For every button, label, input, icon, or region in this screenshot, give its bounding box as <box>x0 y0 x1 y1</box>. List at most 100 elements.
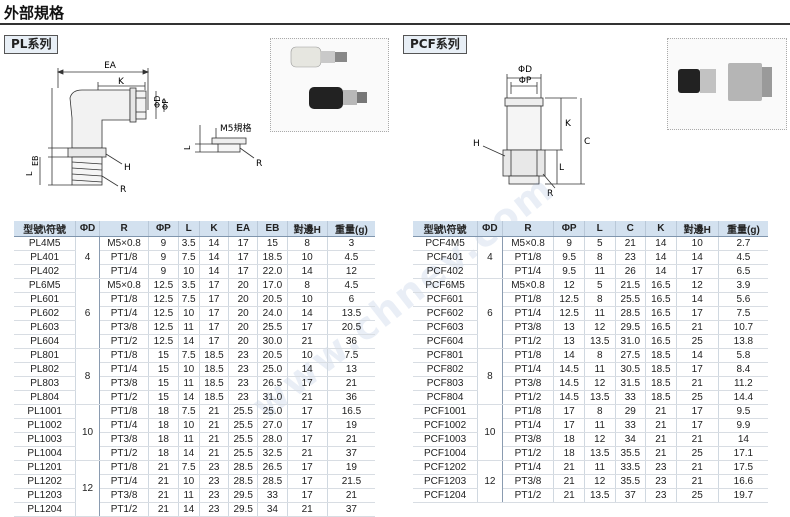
table-cell: PT1/8 <box>99 404 150 419</box>
table-cell: PT1/2 <box>502 390 555 405</box>
table-cell: 10.7 <box>718 320 768 335</box>
table-cell: M5×0.8 <box>99 278 150 293</box>
table-cell: 23 <box>199 488 230 503</box>
table-cell: 17.5 <box>718 460 768 475</box>
table-cell: 13 <box>327 362 375 377</box>
table-cell: 15 <box>257 236 288 251</box>
pl-dim-phi-p: ΦP <box>161 99 170 110</box>
table-cell: 17 <box>287 460 328 475</box>
table-cell: 5.8 <box>718 348 768 363</box>
table-cell: 25.5 <box>257 320 288 335</box>
table-cell: 14 <box>178 502 200 517</box>
table-cell: PCF602 <box>413 306 479 321</box>
pl-series-label: PL系列 <box>4 35 59 54</box>
table-cell: 25.5 <box>615 292 647 307</box>
table-cell: 14 <box>718 432 768 447</box>
table-cell: PT3/8 <box>99 376 150 391</box>
table-cell: 15 <box>148 362 179 377</box>
table-cell: 28.5 <box>228 460 259 475</box>
table-cell: 20 <box>228 278 259 293</box>
table-cell: PT1/4 <box>99 362 150 377</box>
table-cell: 18 <box>148 432 179 447</box>
pl-col-header: ΦD <box>75 221 100 237</box>
table-cell: 14 <box>178 334 200 349</box>
table-cell: 21 <box>676 432 719 447</box>
table-cell: 18.5 <box>645 390 677 405</box>
table-cell: 17 <box>676 418 719 433</box>
table-cell: 4.5 <box>718 250 768 265</box>
table-cell: 18 <box>553 446 585 461</box>
table-cell: PT1/2 <box>99 446 150 461</box>
table-cell: 17 <box>287 320 328 335</box>
table-cell: 21 <box>199 418 230 433</box>
table-cell: 8 <box>287 278 328 293</box>
table-cell: PL602 <box>14 306 77 321</box>
table-cell: 15 <box>148 348 179 363</box>
pcf-col-header: ΦP <box>553 221 585 237</box>
table-cell: 11 <box>584 264 616 279</box>
table-cell: PCF1202 <box>413 460 479 475</box>
table-cell: PCF401 <box>413 250 479 265</box>
table-cell: 21 <box>676 376 719 391</box>
table-cell: 21 <box>199 404 230 419</box>
table-cell: 21 <box>199 432 230 447</box>
table-cell: 21 <box>676 460 719 475</box>
pl-col-header: K <box>199 221 230 237</box>
table-cell: PT1/4 <box>99 264 150 279</box>
table-cell: 17 <box>287 488 328 503</box>
table-cell: PL1204 <box>14 502 77 517</box>
table-cell: PT1/8 <box>502 292 555 307</box>
table-cell: 12.5 <box>148 306 179 321</box>
table-cell: 34 <box>615 432 647 447</box>
table-cell: PCF804 <box>413 390 479 405</box>
tube-od-cell: 10 <box>477 404 503 461</box>
table-cell: 14.4 <box>718 390 768 405</box>
pl-dim-ea: EA <box>104 61 117 71</box>
table-cell: 10 <box>676 236 719 251</box>
table-cell: 34 <box>257 502 288 517</box>
table-cell: 6.5 <box>718 264 768 279</box>
table-cell: 16.5 <box>645 306 677 321</box>
table-cell: PT1/8 <box>99 348 150 363</box>
pl-dim-l: L <box>25 171 34 176</box>
table-cell: 23 <box>228 362 259 377</box>
table-cell: 11 <box>178 432 200 447</box>
table-cell: 14 <box>199 236 230 251</box>
table-cell: 16.5 <box>327 404 375 419</box>
table-cell: 8 <box>584 292 616 307</box>
table-cell: 14 <box>676 292 719 307</box>
table-cell: 21 <box>287 502 328 517</box>
table-cell: PCF801 <box>413 348 479 363</box>
table-cell: 17 <box>199 292 230 307</box>
table-cell: 3.9 <box>718 278 768 293</box>
table-cell: 12 <box>327 264 375 279</box>
tube-od-cell: 6 <box>477 278 503 349</box>
table-cell: 21 <box>645 404 677 419</box>
table-cell: 33.5 <box>615 460 647 475</box>
table-cell: 14 <box>199 264 230 279</box>
table-cell: 21 <box>615 236 647 251</box>
table-cell: 10 <box>178 306 200 321</box>
table-cell: 35.5 <box>615 446 647 461</box>
table-cell: 16.5 <box>645 278 677 293</box>
table-cell: 26.5 <box>257 376 288 391</box>
table-cell: PT3/8 <box>502 474 555 489</box>
table-cell: PL1004 <box>14 446 77 461</box>
tube-od-cell: 6 <box>75 278 100 349</box>
pcf-col-header: L <box>584 221 616 237</box>
table-cell: 30.5 <box>615 362 647 377</box>
table-cell: PT1/2 <box>502 446 555 461</box>
tube-od-cell: 4 <box>75 236 100 279</box>
table-cell: PT3/8 <box>99 432 150 447</box>
table-cell: PT3/8 <box>502 376 555 391</box>
